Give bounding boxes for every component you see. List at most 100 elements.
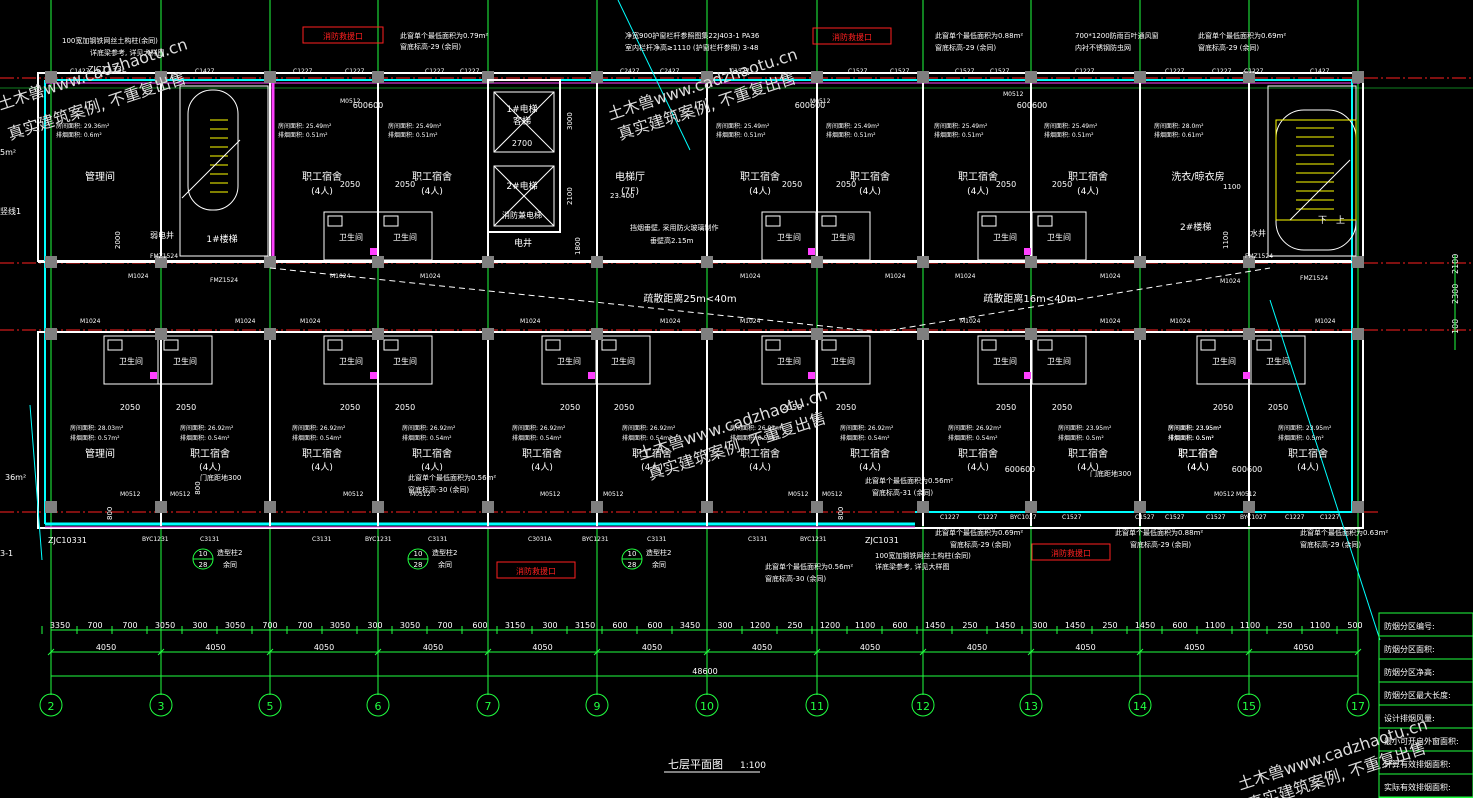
dim-label: 300	[717, 621, 732, 630]
plan-label: 排烟面积: 0.51m²	[826, 131, 876, 139]
column	[372, 328, 384, 340]
plan-label: M1024	[235, 318, 256, 325]
plan-label: (4人)	[531, 462, 553, 473]
plan-label: (4人)	[1297, 462, 1319, 473]
dim-label: 3050	[400, 621, 420, 630]
plan-label: 洗衣/晾衣房	[1171, 170, 1224, 183]
plan-label: 窗底标高-29 (余同)	[1198, 43, 1259, 52]
axis-label: 3	[158, 700, 165, 713]
column	[811, 71, 823, 83]
plan-label: C1527	[730, 68, 750, 75]
column	[701, 501, 713, 513]
plan-label: 职工宿舍	[522, 447, 562, 460]
plan-label: (4人)	[749, 186, 771, 197]
dim-label: 4050	[642, 643, 662, 652]
plan-label: 排烟面积: 0.5m²	[1058, 434, 1104, 442]
plan-label: 100宽加钢铁网丝土构柱(余同)	[62, 36, 158, 45]
plan-label: M1024	[955, 273, 976, 280]
wc-label: 卫生间	[831, 356, 855, 366]
plan-label: FMZ1524	[210, 277, 238, 284]
plan-label: 水井	[1250, 228, 1266, 238]
plan-label: 2050	[782, 403, 802, 412]
legend-row: 设计排烟风量:	[1384, 713, 1435, 723]
plan-label: 10	[414, 550, 423, 558]
plan-label: 消防救援口	[832, 32, 872, 42]
plan-label: M0512	[410, 491, 431, 498]
plan-label: M1024	[740, 318, 761, 325]
plan-label: M0512	[343, 491, 364, 498]
plan-label: 窗底标高-30 (余同)	[408, 485, 469, 494]
dim-label: 700	[437, 621, 452, 630]
axis-bubble: 7	[476, 693, 500, 717]
plan-label: C1227	[1320, 514, 1340, 521]
drawing-title: 七层平面图 1:100	[664, 758, 766, 773]
plan-label: 电井	[514, 237, 532, 249]
plan-label: 造型柱2	[432, 548, 457, 557]
dim-label: 1450	[995, 621, 1015, 630]
plan-label: 600600	[353, 101, 384, 110]
axis-bubble: 10	[695, 693, 719, 717]
dim-label: 4050	[96, 643, 116, 652]
plan-label: 排烟面积: 0.54m²	[512, 434, 562, 442]
stair-1	[179, 85, 269, 257]
axis-label: 13	[1024, 700, 1038, 713]
plan-label: M1024	[1100, 273, 1121, 280]
axis-label: 11	[810, 700, 824, 713]
dim-label: 4050	[532, 643, 552, 652]
plan-label: 排烟面积: 0.54m²	[948, 434, 998, 442]
plan-label: C1527	[890, 68, 910, 75]
plan-label: 房间面积: 25.49m²	[278, 122, 332, 130]
plan-label: BYC1027	[1240, 514, 1267, 521]
wc-label: 卫生间	[557, 356, 581, 366]
plan-label: 2050	[996, 180, 1016, 189]
dim-label: 250	[962, 621, 977, 630]
dim-label: 4050	[423, 643, 443, 652]
plan-label: ZJC1031	[865, 536, 899, 545]
dim-label: 250	[1102, 621, 1117, 630]
dim-label: 3150	[505, 621, 525, 630]
plan-label: 消防救援口	[1051, 548, 1091, 558]
plan-label: M0512	[340, 98, 361, 105]
plan-label: C1427	[70, 68, 90, 75]
column	[1134, 256, 1146, 268]
plan-label: 余同	[438, 560, 452, 569]
plan-label: C3131	[312, 536, 332, 543]
dim-label: 3150	[575, 621, 595, 630]
plan-label: 余同	[652, 560, 666, 569]
plan-label: M1024	[420, 273, 441, 280]
plan-label: M0512	[1214, 491, 1235, 498]
plan-label: M1024	[1100, 318, 1121, 325]
plan-label: M1024	[300, 318, 321, 325]
column	[482, 501, 494, 513]
legend-row: 实际有效排烟面积:	[1384, 782, 1451, 792]
axis-bubble: 11	[805, 693, 829, 717]
plan-label: 此窗单个最低面积为0.56m²	[765, 562, 853, 571]
plan-label: M0512	[120, 491, 141, 498]
plan-label: 800	[837, 507, 845, 520]
wc-label: 卫生间	[119, 356, 143, 366]
column	[1243, 71, 1255, 83]
dim-label: 250	[1277, 621, 1292, 630]
dim-label: 1100	[1205, 621, 1225, 630]
plan-label: (4人)	[749, 462, 771, 473]
plan-label: 600600	[795, 101, 826, 110]
plan-label: C1227	[425, 68, 445, 75]
plan-label: 职工宿舍	[1178, 447, 1218, 460]
legend-row: 防烟分区面积:	[1384, 644, 1435, 654]
plan-label: 此窗单个最低面积为0.88m²	[1115, 528, 1203, 537]
plan-label: (4人)	[859, 462, 881, 473]
axis-bubble: 6	[366, 693, 390, 717]
column	[1352, 328, 1364, 340]
plan-label: 排烟面积: 0.54m²	[622, 434, 672, 442]
plan-label: 窗底标高-29 (余同)	[1130, 540, 1191, 549]
plan-label: 800	[106, 507, 114, 520]
plan-label: 2050	[120, 403, 140, 412]
dim-label: 700	[262, 621, 277, 630]
plan-label: 竖线1	[0, 206, 21, 216]
plan-label: C1227	[978, 514, 998, 521]
plan-label: 此窗单个最低面积为0.88m²	[935, 31, 1023, 40]
plan-label: 800	[194, 481, 202, 494]
plan-label: C1527	[1165, 514, 1185, 521]
plan-label: C1427	[1310, 68, 1330, 75]
